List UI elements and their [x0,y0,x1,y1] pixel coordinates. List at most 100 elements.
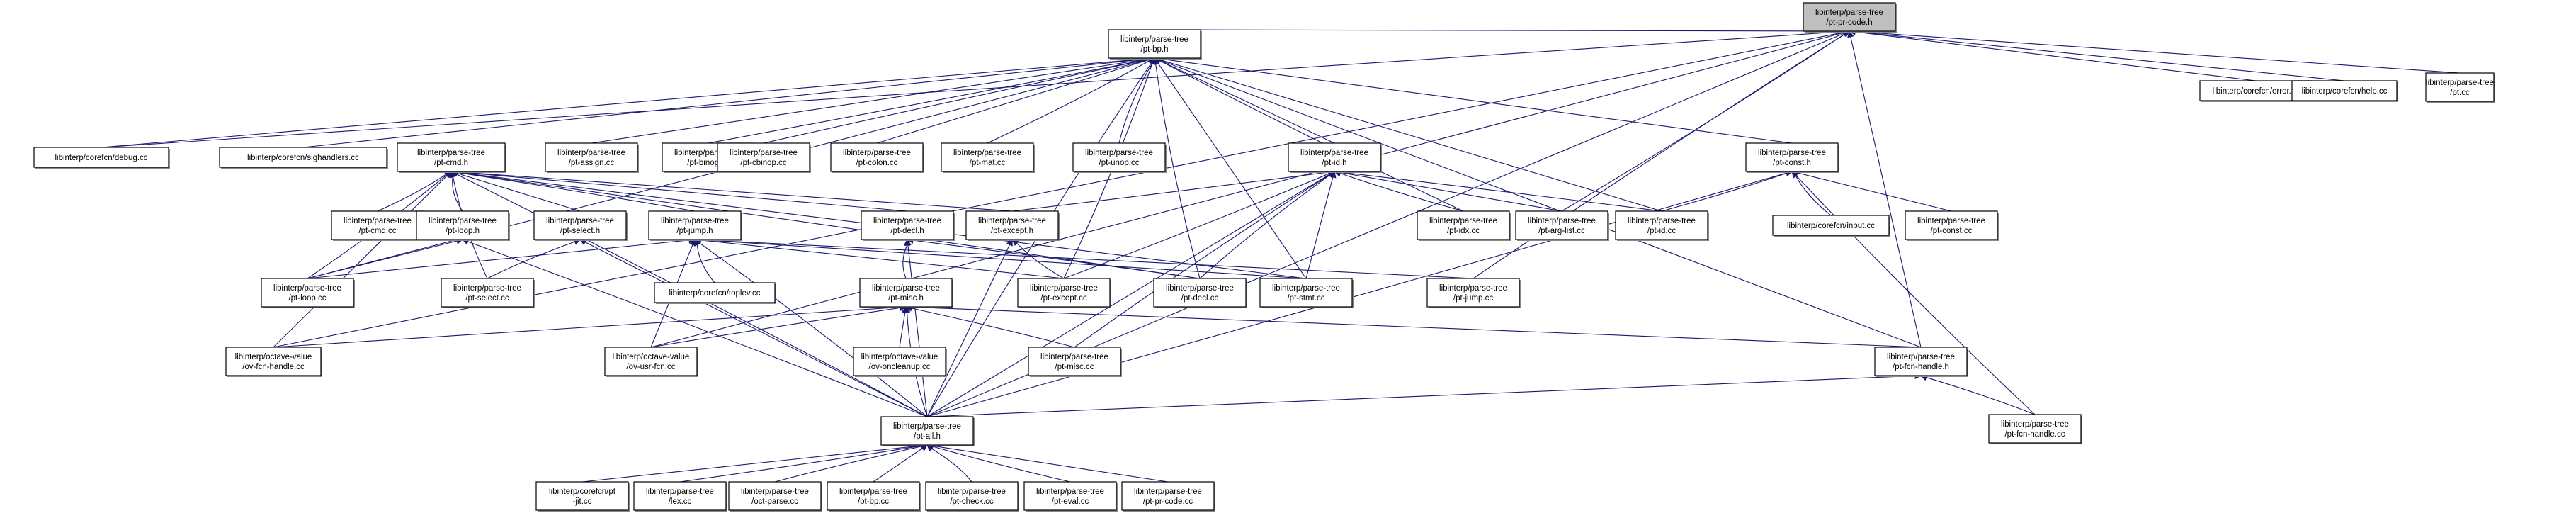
edge-line [1850,36,1922,348]
node-const-h[interactable]: libinterp/parse-tree/pt-const.h [1745,142,1839,173]
node-assign-cc[interactable]: libinterp/parse-tree/pt-assign.cc [545,142,639,173]
node-box [225,347,322,376]
node-box [2291,80,2398,101]
edge-line [650,32,1844,348]
edge-line [931,448,972,483]
edge-line [926,172,1787,417]
node-box [1288,142,1381,172]
node-pr-code-h[interactable]: libinterp/parse-tree/pt-pr-code.h [1803,2,1897,33]
edge-except_h-to-cmd_h [450,168,1013,212]
node-pt-cc[interactable]: libinterp/parse-tree/pt.cc [2425,72,2495,103]
node-debug-cc[interactable]: libinterp/corefcn/debug.cc [33,147,170,169]
edge-line [456,171,908,212]
node-label: libinterp/octave-value [235,353,312,361]
node-jump-cc[interactable]: libinterp/parse-tree/pt-jump.cc [1426,278,1521,308]
node-cmd-h[interactable]: libinterp/parse-tree/pt-cmd.h [397,142,506,173]
node-label: libinterp/corefcn/input.cc [1787,222,1875,230]
node-input-cc[interactable]: libinterp/corefcn/input.cc [1772,215,1890,237]
node-sighandlers-cc[interactable]: libinterp/corefcn/sighandlers.cc [219,147,388,169]
edge-decl_h-to-cmd_h [450,168,908,212]
edge-ov_oncleanup_cc-to-misc_h [899,305,909,348]
node-select-cc[interactable]: libinterp/parse-tree/pt-select.cc [441,278,535,308]
edge-line [696,244,715,283]
node-box [416,210,509,240]
node-unop-cc[interactable]: libinterp/parse-tree/pt-unop.cc [1072,142,1167,173]
node-label: /pt-eval.cc [1052,497,1089,506]
edge-line [708,58,1150,144]
node-label: /ov-oncleanup.cc [869,363,931,371]
node-except-cc[interactable]: libinterp/parse-tree/pt-except.cc [1017,278,1111,308]
node-label: /pt-all.h [914,432,941,441]
node-bp-cc[interactable]: libinterp/parse-tree/pt-bp.cc [827,481,921,512]
node-fcn-handle-h[interactable]: libinterp/parse-tree/pt-fcn-handle.h [1874,347,1968,377]
node-mat-cc[interactable]: libinterp/parse-tree/pt-mat.cc [941,142,1035,173]
node-stmt-cc[interactable]: libinterp/parse-tree/pt-stmt.cc [1259,278,1354,308]
node-id-cc[interactable]: libinterp/parse-tree/pt-id.cc [1615,210,1709,241]
edge-line [1159,60,1464,212]
node-decl-h[interactable]: libinterp/parse-tree/pt-decl.h [861,210,955,241]
node-all-h[interactable]: libinterp/parse-tree/pt-all.h [880,416,975,446]
node-fcn-handle-cc[interactable]: libinterp/parse-tree/pt-fcn-handle.cc [1988,414,2082,444]
node-label: libinterp/parse-tree [1036,488,1104,496]
node-jit-cc[interactable]: libinterp/corefcn/pt-jit.cc [535,481,630,512]
edge-all_h-to-jump_h [694,239,928,417]
edge-decl_cc-to-id_h [1199,171,1335,279]
node-box [830,142,924,172]
edge-line [1661,172,1787,212]
node-bp-h[interactable]: libinterp/parse-tree/pt-bp.h [1108,29,1202,60]
node-misc-cc[interactable]: libinterp/parse-tree/pt-misc.cc [1028,347,1122,377]
node-label: libinterp/parse-tree [1887,353,1955,361]
edge-line [926,375,1916,417]
edge-line [1854,30,2461,74]
node-loop-cc[interactable]: libinterp/parse-tree/pt-loop.cc [261,278,355,308]
node-toplev-cc[interactable]: libinterp/corefcn/toplev.cc [654,282,776,304]
node-eval-cc[interactable]: libinterp/parse-tree/pt-eval.cc [1023,481,1118,512]
node-label: libinterp/parse-tree [1120,35,1188,44]
node-box [1072,142,1166,172]
node-box [925,481,1019,511]
node-label: /pt-pr-code.h [1826,18,1872,27]
node-except-h[interactable]: libinterp/parse-tree/pt-except.h [965,210,1060,241]
node-label: libinterp/parse-tree [893,422,961,431]
edge-all_h-to-loop_h [461,238,928,417]
node-idx-cc[interactable]: libinterp/parse-tree/pt-idx.cc [1417,210,1511,241]
node-box [1028,347,1121,376]
node-box [1874,347,1968,376]
node-label: /pt-jump.h [676,227,713,235]
node-label: libinterp/parse-tree [453,284,521,293]
node-ov-usr-fcn-cc[interactable]: libinterp/octave-value/ov-usr-fcn.cc [604,347,698,377]
edges-layer [101,28,2461,483]
node-label: /pt-arg-list.cc [1538,227,1585,235]
node-label: /pt-misc.h [888,294,924,303]
node-label: /oct-parse.cc [751,497,798,506]
node-check-cc[interactable]: libinterp/parse-tree/pt-check.cc [925,481,1019,512]
node-help-cc[interactable]: libinterp/corefcn/help.cc [2291,80,2398,102]
node-loop-h[interactable]: libinterp/parse-tree/pt-loop.h [416,210,510,241]
node-oct-parse-cc[interactable]: libinterp/parse-tree/oct-parse.cc [728,481,822,512]
node-label: libinterp/parse-tree [730,149,798,157]
edge-fcn_handle_cc-to-const_h [1791,171,2036,415]
node-misc-h[interactable]: libinterp/parse-tree/pt-misc.h [859,278,953,308]
node-label: /ov-usr-fcn.cc [626,363,675,371]
node-label: /pt-decl.cc [1181,294,1219,303]
node-select-h[interactable]: libinterp/parse-tree/pt-select.h [533,210,628,241]
node-ov-oncleanup-cc[interactable]: libinterp/octave-value/ov-oncleanup.cc [853,347,947,377]
edge-line [1159,60,1335,144]
node-cmd-cc[interactable]: libinterp/parse-tree/pt-cmd.cc [331,210,425,241]
node-ov-fcn-handle-cc[interactable]: libinterp/octave-value/ov-fcn-handle.cc [225,347,322,377]
node-label: libinterp/parse-tree [978,217,1046,225]
node-jump-h[interactable]: libinterp/parse-tree/pt-jump.h [648,210,742,241]
node-label: libinterp/parse-tree [1166,284,1234,293]
node-box [1745,142,1839,172]
node-pr-code-cc[interactable]: libinterp/parse-tree/pt-pr-code.cc [1121,481,1215,512]
node-lex-cc[interactable]: libinterp/parse-tree/lex.cc [633,481,727,512]
edge-except_cc-to-id_h [1063,170,1336,279]
node-id-h[interactable]: libinterp/parse-tree/pt-id.h [1288,142,1382,173]
edge-ov_usr_fcn_cc-to-pr_code_h [650,29,1851,348]
node-decl-cc[interactable]: libinterp/parse-tree/pt-decl.cc [1153,278,1247,308]
node-colon-cc[interactable]: libinterp/parse-tree/pt-colon.cc [830,142,924,173]
node-const-cc[interactable]: libinterp/parse-tree/pt-const.cc [1905,210,1999,241]
node-cbinop-cc[interactable]: libinterp/parse-tree/pt-cbinop.cc [717,142,811,173]
node-box [1905,210,1998,240]
node-arg-list-cc[interactable]: libinterp/parse-tree/pt-arg-list.cc [1515,210,1609,241]
